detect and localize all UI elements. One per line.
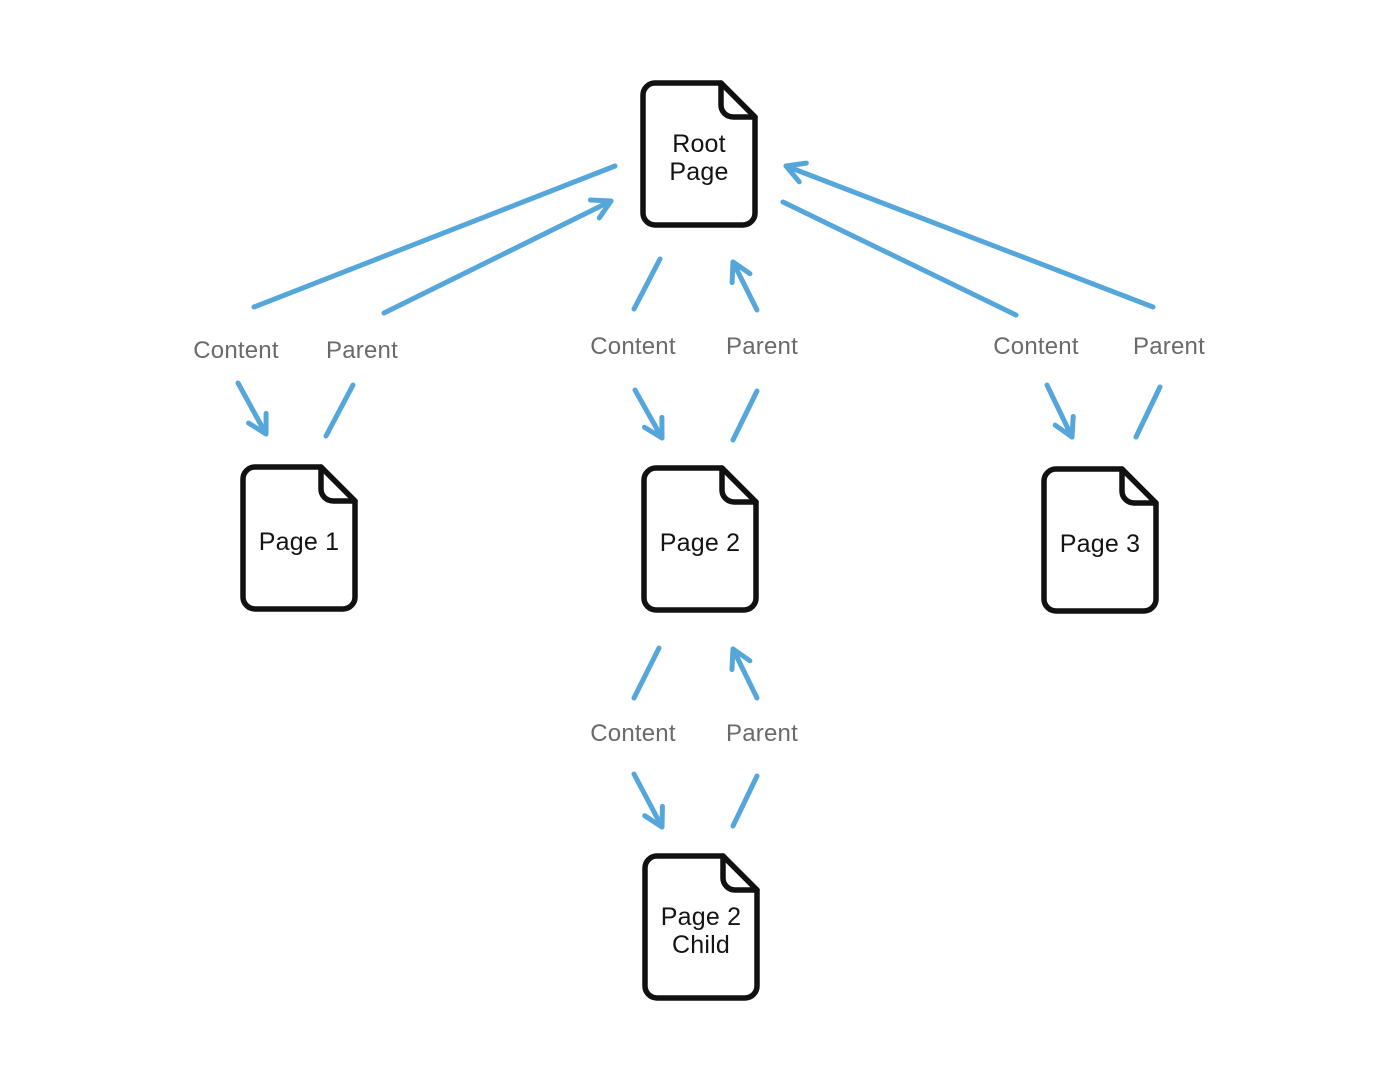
- edge-content-root-to-page3-upper: [780, 199, 1019, 318]
- node-label-page-3: Page 3: [1059, 530, 1141, 558]
- document-icon: [1041, 466, 1159, 614]
- edge-parent-page1-to-root-lower: [323, 382, 356, 439]
- node-root-page: Root Page: [640, 80, 758, 228]
- edge-label-content-root-page2: Content: [590, 333, 676, 360]
- edge-content-page2-to-child-upper: [631, 645, 662, 701]
- node-label-root-page: Root Page: [669, 130, 729, 186]
- edge-parent-child-to-page2-arrow: [729, 646, 760, 701]
- node-page-2-child: Page 2 Child: [642, 853, 760, 1001]
- edge-content-root-to-page1-upper: [251, 163, 618, 310]
- edge-parent-page3-to-root-arrow: [783, 160, 1156, 310]
- edge-parent-page3-to-root-lower: [1133, 384, 1163, 440]
- document-icon: [240, 464, 358, 612]
- document-icon: [640, 80, 758, 228]
- edge-content-root-to-page3-arrow: [1044, 382, 1076, 440]
- node-label-page-2: Page 2: [659, 529, 741, 557]
- edge-label-content-root-page3: Content: [993, 333, 1079, 360]
- edge-label-content-root-page1: Content: [193, 337, 279, 364]
- edge-label-parent-page2-child: Parent: [726, 720, 798, 747]
- edge-label-parent-root-page2: Parent: [726, 333, 798, 360]
- node-page-2: Page 2: [641, 465, 759, 613]
- edge-label-parent-root-page3: Parent: [1133, 333, 1205, 360]
- edge-label-parent-root-page1: Parent: [326, 337, 398, 364]
- edge-content-page2-to-child-arrow: [631, 771, 665, 830]
- document-icon: [641, 465, 759, 613]
- node-page-3: Page 3: [1041, 466, 1159, 614]
- edge-label-content-page2-child: Content: [590, 720, 676, 747]
- edge-parent-page1-to-root-arrow: [381, 197, 614, 316]
- edge-content-root-to-page1-arrow: [235, 380, 269, 437]
- node-label-page-1: Page 1: [258, 528, 340, 556]
- edge-content-root-to-page2-arrow: [632, 387, 665, 441]
- edge-parent-page2-to-root-lower: [730, 388, 760, 443]
- node-label-page-2-child: Page 2 Child: [660, 903, 742, 959]
- edge-content-root-to-page2-upper: [631, 256, 663, 312]
- document-icon: [642, 853, 760, 1001]
- edge-parent-child-to-page2-lower: [730, 773, 760, 829]
- node-page-1: Page 1: [240, 464, 358, 612]
- edge-parent-page2-to-root-arrow: [729, 259, 760, 313]
